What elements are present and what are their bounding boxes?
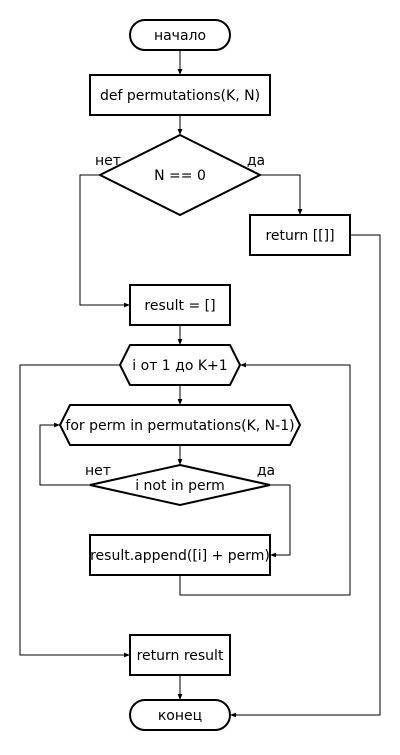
start-label: начало (154, 28, 206, 44)
edge-loop-i-exit-to-return-result (19, 364, 130, 658)
cond-in-decision-diamond (89, 463, 271, 507)
def-process-box (89, 74, 271, 116)
node-loop-i: i от 1 до K+1 (118, 344, 242, 386)
start-terminator (129, 19, 231, 51)
loop-perm-hexagon (58, 404, 302, 446)
cond-in-no-label: нет (85, 463, 111, 479)
cond-n-decision-diamond (97, 133, 263, 217)
loop-perm-label: for perm in permutations(K, N-1) (65, 418, 294, 434)
edge-cond-in-no-to-loop-perm (39, 422, 90, 486)
edge-return-empty-to-end (230, 234, 381, 718)
return-empty-label: return [[]] (265, 228, 334, 244)
end-terminator (129, 699, 231, 731)
node-start: начало (129, 19, 231, 51)
cond-in-label: i not in perm (135, 478, 225, 494)
node-cond-in: i not in perm (89, 463, 271, 507)
edge-cond-in-yes-to-append (270, 484, 291, 558)
edge-cond-yes-to-return-empty (260, 174, 303, 215)
cond-in-yes-label: да (257, 463, 275, 479)
return-result-label: return result (137, 648, 224, 664)
edge-cond-no-to-result-init (79, 174, 130, 308)
loop-i-label: i от 1 до K+1 (132, 358, 227, 374)
node-return-empty: return [[]] (249, 214, 351, 256)
result-init-label: result = [] (144, 298, 215, 314)
append-label: result.append([i] + perm) (90, 548, 270, 564)
cond-n-yes-label: да (247, 153, 265, 169)
node-cond-n: N == 0 (97, 133, 263, 217)
node-loop-perm: for perm in permutations(K, N-1) (58, 404, 302, 446)
def-label: def permutations(K, N) (100, 88, 260, 104)
end-label: конец (158, 708, 202, 724)
edges (19, 50, 381, 718)
node-result-init: result = [] (129, 284, 231, 326)
cond-n-label: N == 0 (154, 168, 206, 184)
edge-append-back-to-loop-i (179, 362, 351, 596)
node-end: конец (129, 699, 231, 731)
append-box (89, 534, 271, 576)
node-def: def permutations(K, N) (89, 74, 271, 116)
node-return-result: return result (129, 634, 231, 676)
result-init-box (129, 284, 231, 326)
cond-n-no-label: нет (95, 153, 121, 169)
return-result-box (129, 634, 231, 676)
return-empty-box (249, 214, 351, 256)
node-append: result.append([i] + perm) (89, 534, 271, 576)
loop-i-hexagon (118, 344, 242, 386)
